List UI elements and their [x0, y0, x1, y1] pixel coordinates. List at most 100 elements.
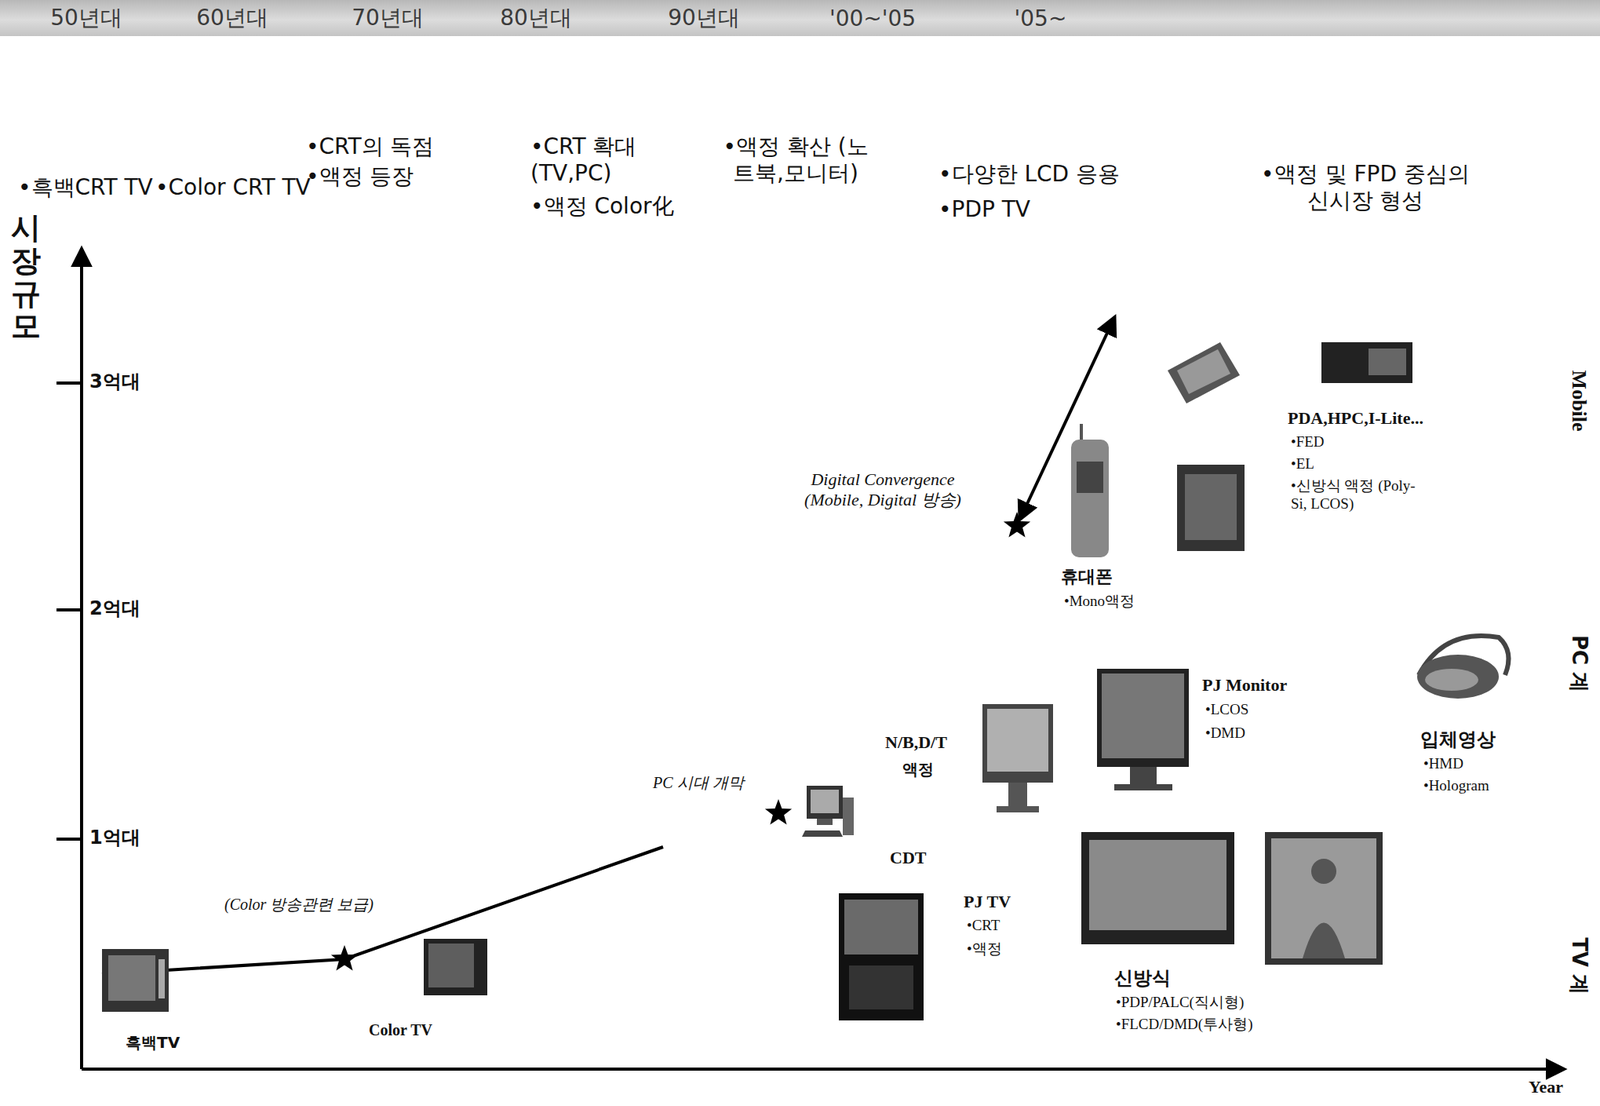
monitor-base — [996, 805, 1039, 813]
panel-body — [1264, 831, 1383, 965]
header-band: 50년대60년대70년대80년대90년대'00~'05'05~ — [0, 0, 1600, 37]
era-note: •Color CRT TV — [155, 174, 311, 201]
star-marker — [1003, 511, 1031, 538]
monitor-body — [982, 703, 1054, 783]
tech-item: •HMD — [1423, 754, 1464, 773]
device-picture — [1177, 464, 1245, 551]
tick-label: 2억대 — [89, 597, 141, 620]
flat-tv-picture — [1081, 831, 1235, 944]
era-note: •다양한 LCD 응용 — [938, 160, 1120, 188]
monitor-screen — [987, 708, 1049, 772]
era-note: •CRT 확대 (TV,PC) — [530, 133, 649, 186]
tech-item: •FLCD/DMD(투사형) — [1115, 1015, 1254, 1034]
group-label: TV 계 — [1566, 936, 1591, 995]
device-body — [1177, 464, 1245, 551]
hpc-body — [1321, 342, 1413, 383]
tech-item: •CRT — [966, 916, 1000, 935]
bw-tv-picture — [102, 948, 169, 1012]
hmd-visor — [1425, 668, 1479, 691]
tick-label: 1억대 — [89, 826, 141, 850]
axis-title: 시장규모 — [10, 211, 41, 343]
hpc-screen — [1368, 348, 1407, 376]
decade-label: 80년대 — [499, 3, 573, 33]
milestone-note: (Color 방송관련 보급) — [224, 894, 374, 914]
tech-item: •DMD — [1205, 724, 1246, 743]
product-label: PJ Monitor — [1202, 674, 1287, 696]
double-arrow — [1020, 317, 1115, 519]
tech-item: •LCOS — [1205, 700, 1249, 719]
tech-item: •FED — [1290, 433, 1325, 452]
tech-item: •신방식 액정 (Poly-Si, LCOS) — [1290, 477, 1429, 514]
decade-label: 70년대 — [351, 3, 424, 33]
milestone-note: Digital Convergence (Mobile, Digital 방송) — [792, 469, 974, 511]
phone-body — [1071, 439, 1109, 558]
tick — [56, 608, 82, 612]
product-label: 입체영상 — [1420, 728, 1496, 751]
cabinet — [838, 892, 924, 1021]
monitor-stand — [816, 818, 833, 825]
milestone-note: PC 시대 개막 — [652, 772, 744, 792]
pc-tower — [842, 797, 854, 835]
tv-screen — [108, 954, 156, 1001]
screen — [844, 899, 919, 955]
hpc-picture — [1321, 342, 1413, 383]
monitor-stand — [1008, 782, 1028, 806]
color-tv-picture — [423, 938, 488, 995]
x-axis — [81, 1067, 1564, 1071]
panel-screen — [1089, 839, 1227, 930]
product-label: N/B,D/T — [885, 732, 948, 753]
star-marker — [765, 798, 792, 825]
y-axis — [80, 249, 84, 1069]
monitor-base — [1114, 783, 1173, 791]
product-label: CDT — [889, 847, 926, 868]
pj-monitor-picture — [1097, 668, 1189, 791]
product-label: Color TV — [368, 1020, 433, 1039]
era-note: •액정 Color化 — [530, 193, 675, 220]
hmd-body — [1417, 654, 1499, 699]
era-note: •CRT의 독점 — [306, 133, 435, 161]
tv-body — [423, 938, 488, 995]
product-label: 휴대폰 — [1060, 566, 1113, 587]
era-note: •흑백CRT TV — [18, 174, 154, 201]
tick — [56, 381, 82, 385]
group-label: PC 계 — [1567, 634, 1592, 692]
pda-picture — [1167, 342, 1240, 404]
group-label: Mobile — [1566, 369, 1591, 431]
tech-item: •EL — [1290, 455, 1315, 474]
device-screen — [1184, 473, 1237, 540]
era-note: •액정 및 FPD 중심의 신시장 형성 — [1247, 160, 1484, 214]
cdt-picture — [801, 785, 854, 837]
panel-body — [1081, 831, 1235, 944]
monitor-body — [1097, 668, 1189, 767]
product-label: 흑백TV — [125, 1032, 180, 1052]
decade-label: 90년대 — [667, 3, 740, 33]
tech-item: •PDP/PALC(직시형) — [1115, 993, 1244, 1012]
product-label: PDA,HPC,I-Lite... — [1287, 408, 1424, 429]
notebook-monitor-picture — [982, 703, 1054, 813]
figure-body — [1302, 922, 1345, 959]
monitor-body — [806, 785, 843, 819]
tech-item: •Mono액정 — [1064, 592, 1135, 611]
decade-label: 50년대 — [50, 3, 123, 33]
growth-line — [102, 846, 664, 974]
axis-title: Year — [1528, 1076, 1564, 1098]
pj-tv-picture — [838, 892, 924, 1021]
phone-antenna — [1079, 423, 1083, 442]
product-label: PJ TV — [963, 891, 1011, 912]
panel-screen — [1271, 838, 1377, 959]
product-label: 신방식 — [1114, 966, 1171, 990]
product-label: 액정 — [902, 759, 934, 779]
tech-item: •액정 — [966, 940, 1003, 959]
star-marker — [331, 944, 358, 971]
figure-head — [1311, 858, 1337, 884]
tv-panel — [158, 958, 165, 999]
tv-body — [102, 948, 169, 1012]
decade-label: 60년대 — [196, 3, 269, 33]
pda-body — [1167, 342, 1240, 404]
monitor-stand — [1129, 766, 1157, 784]
speaker — [849, 965, 914, 1010]
tick-label: 3억대 — [89, 370, 141, 394]
phone-screen — [1076, 461, 1104, 493]
era-note: •PDP TV — [938, 196, 1031, 223]
